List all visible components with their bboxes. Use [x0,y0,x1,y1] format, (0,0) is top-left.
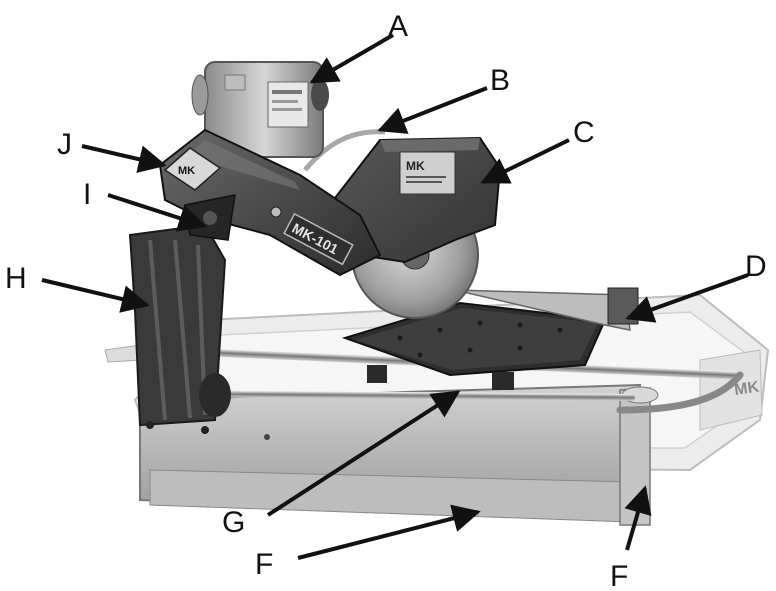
steel-frame [139,383,659,526]
arrow-c [480,138,570,184]
arrow-f-right [624,485,652,551]
arrow-j [81,144,167,173]
tray-logo: MK [733,379,760,399]
callout-labels: A B C D F F G H I J [5,10,767,591]
motor [191,61,329,158]
arrow-g [266,390,461,517]
arrow-b [377,86,488,134]
callout-b: B [490,64,510,97]
callout-a: A [388,10,408,43]
cutting-arm: MK MK-101 [158,128,382,277]
arrow-e-left [297,504,481,560]
callout-h: H [5,262,27,295]
callout-i: I [83,178,91,211]
tile-saw-illustration: MK [104,61,770,526]
arrow-a [309,33,395,84]
cutting-cart [341,287,639,390]
water-hose [303,129,386,172]
callout-g: G [222,506,245,539]
arrow-d [625,273,749,323]
arrow-i [107,193,207,232]
callout-f-right: F [610,560,628,591]
callout-j: J [57,128,72,161]
callout-d: D [745,250,767,283]
callout-arrows [41,33,749,560]
callout-c: C [573,116,595,149]
guard-logo: MK [406,159,425,173]
support-column [128,223,231,434]
callout-e-left: F [255,548,273,581]
arrow-h [41,278,150,313]
arm-logo: MK [178,165,195,177]
arm-logo-plate: MK [163,147,222,191]
